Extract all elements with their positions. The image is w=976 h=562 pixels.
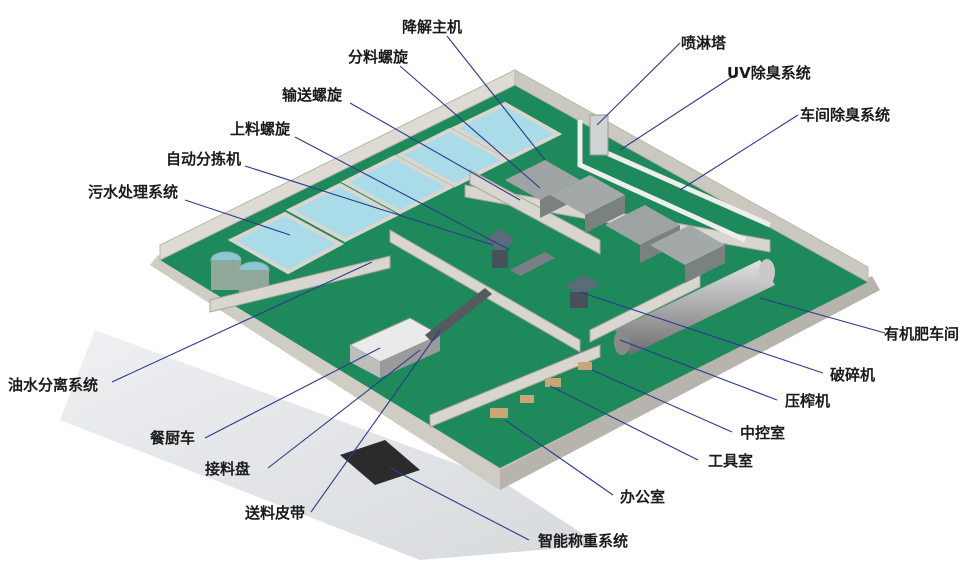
label-degrade-host: 降解主机 [402,18,463,36]
label-office: 办公室 [620,488,666,506]
leader-lines [111,35,886,541]
sorting-machinery [485,228,600,308]
label-crusher: 破碎机 [830,366,876,384]
ground-shadow [60,330,600,560]
label-split-screw: 分料螺旋 [348,48,409,66]
office-rooms [490,362,592,418]
label-feed-belt: 送料皮带 [245,504,306,522]
label-control-room: 中控室 [740,424,786,442]
label-uv-deodor: UV除臭系统 [727,64,811,82]
outer-wall-left [150,255,500,490]
label-receiving-tray: 接料盘 [205,460,251,478]
outer-wall-right [500,276,880,490]
label-auto-sorter: 自动分拣机 [166,150,242,168]
sewage-pools [210,101,563,294]
feed-belt-shape [425,288,492,342]
spray-tower-unit [589,114,609,156]
label-feed-screw: 上料螺旋 [230,120,291,138]
label-oil-water-separator: 油水分离系统 [8,376,99,394]
label-screw-press: 压榨机 [785,392,831,410]
label-fertilizer-workshop: 有机肥车间 [884,325,960,343]
label-kitchen-truck: 餐厨车 [150,429,196,447]
label-tool-room: 工具室 [708,452,754,470]
label-spray-tower: 喷淋塔 [681,34,727,52]
fertilizer-drum [614,259,775,355]
floor [160,85,868,468]
label-convey-screw: 输送螺旋 [282,86,343,104]
degradation-machines [505,160,725,283]
label-smart-weighing: 智能称重系统 [538,532,629,550]
kitchen-truck [348,317,442,378]
label-sewage-system: 污水处理系统 [88,183,179,201]
label-workshop-deodor: 车间除臭系统 [800,106,891,124]
